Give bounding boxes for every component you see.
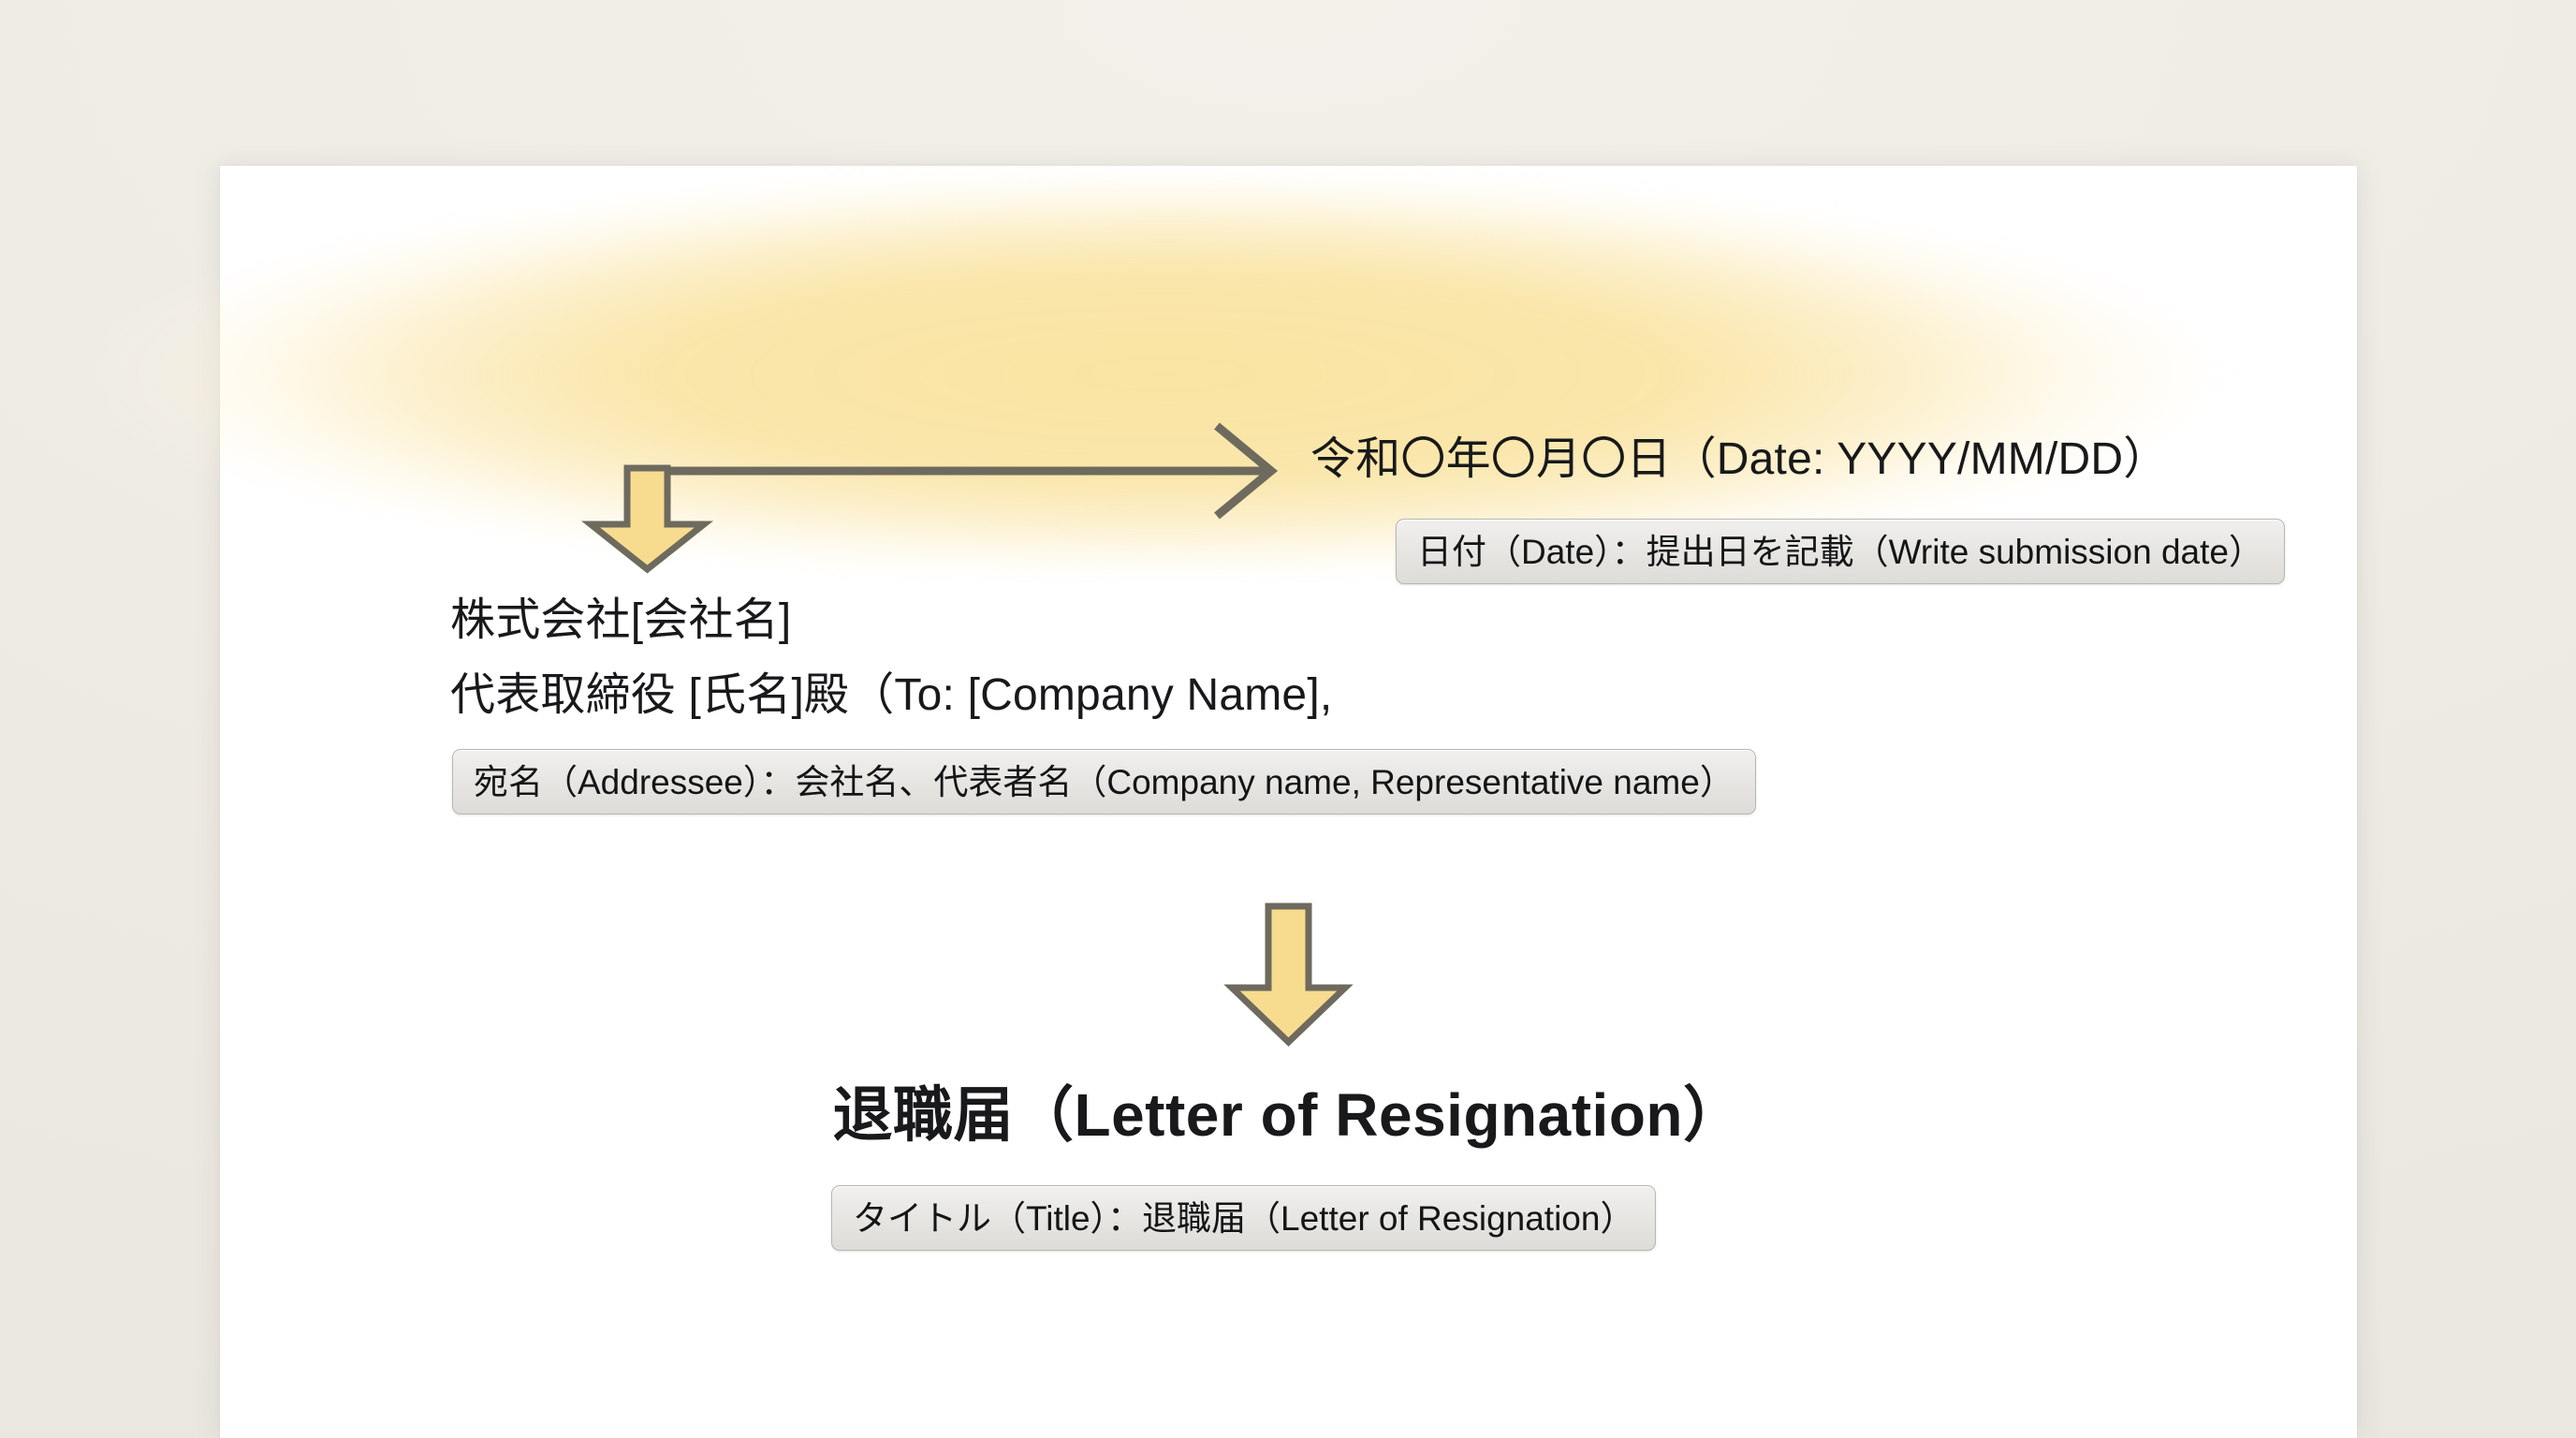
- annotation-date-note: 日付（Date）：提出日を記載（Write submission date）: [1396, 519, 2285, 584]
- date-line: 令和〇年〇月〇日（Date: YYYY/MM/DD）: [1310, 434, 2169, 484]
- page-title: 退職届（Letter of Resignation）: [832, 1081, 1744, 1149]
- annotation-addressee-note: 宛名（Addressee）：会社名、代表者名（Company name, Rep…: [452, 749, 1756, 814]
- annotation-title-note: タイトル（Title）：退職届（Letter of Resignation）: [831, 1185, 1657, 1251]
- addressee-line-2: 代表取締役 [氏名]殿（To: [Company Name],: [450, 670, 1333, 720]
- addressee-line-1: 株式会社[会社名]: [450, 595, 792, 645]
